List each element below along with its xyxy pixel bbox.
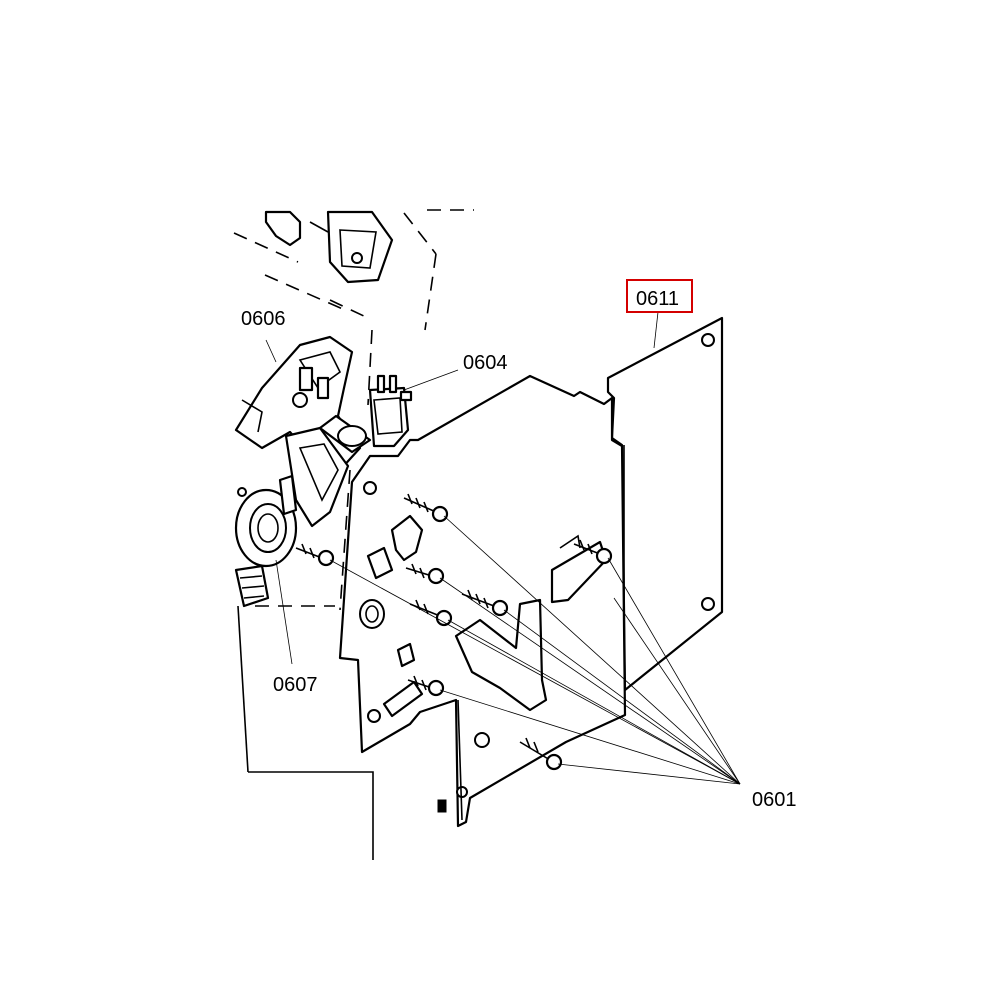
label-0607: 0607 xyxy=(273,674,318,696)
screw-set-0601 xyxy=(295,493,613,771)
leader-lines xyxy=(265,311,741,785)
screw-6 xyxy=(407,675,445,697)
label-0606: 0606 xyxy=(241,308,286,330)
top-switch-assembly xyxy=(264,210,394,284)
highlight-box-0611 xyxy=(626,279,693,313)
label-0604: 0604 xyxy=(463,352,508,374)
screw-3 xyxy=(405,563,445,585)
screw-8 xyxy=(573,539,613,565)
screw-4 xyxy=(461,589,509,617)
screw-7 xyxy=(519,737,563,771)
part-0606-lever-assembly xyxy=(234,335,372,528)
label-0611: 0611 xyxy=(636,288,679,310)
part-0607-gear-wheel xyxy=(234,474,298,608)
screw-1 xyxy=(403,493,449,523)
part-0604-microswitch xyxy=(368,374,413,448)
label-0601: 0601 xyxy=(752,789,797,811)
screw-2 xyxy=(295,543,335,567)
background-frame xyxy=(233,209,474,860)
